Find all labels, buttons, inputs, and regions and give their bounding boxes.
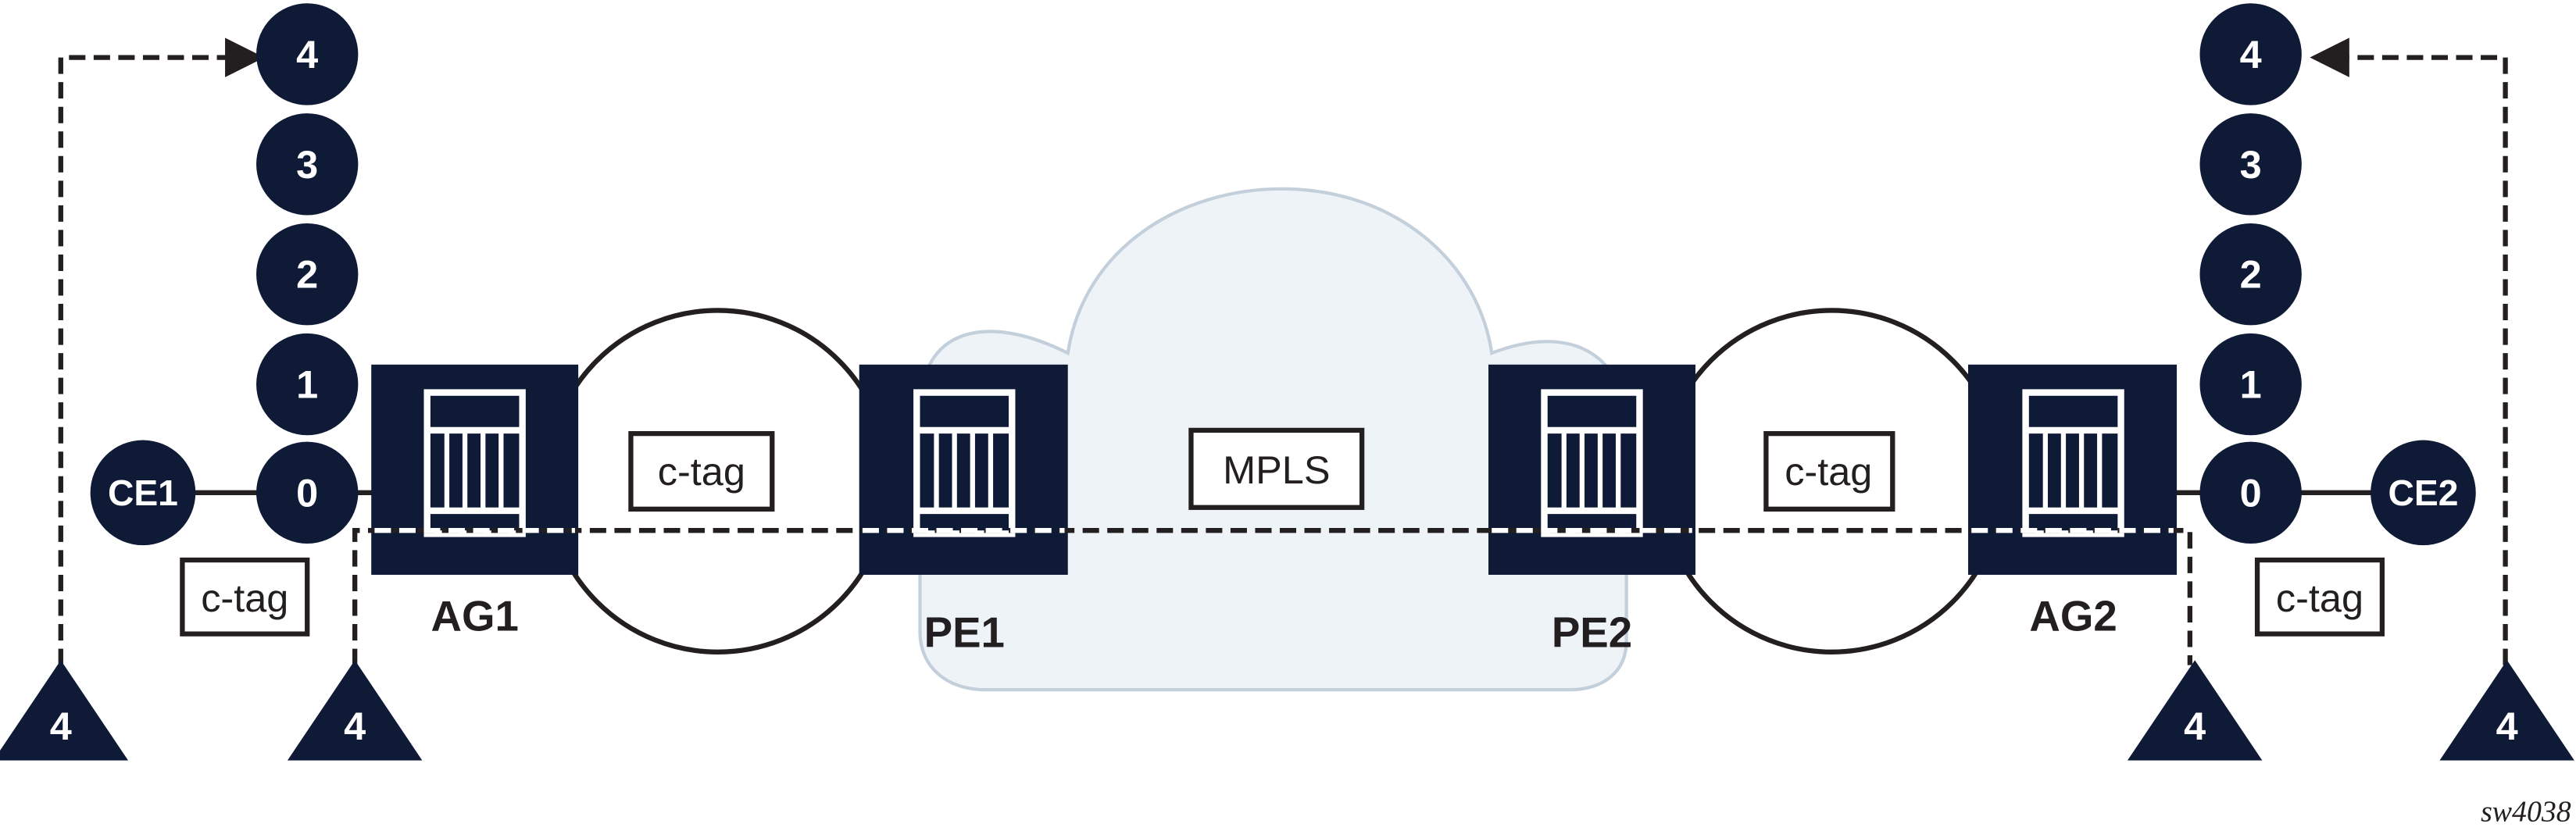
device-ag2[interactable] bbox=[1968, 364, 2178, 575]
stack-left-4: 4 bbox=[296, 32, 318, 77]
svg-text:CE2: CE2 bbox=[2388, 473, 2458, 513]
stack-left-3: 3 bbox=[296, 142, 318, 187]
tag-ce-right: c-tag bbox=[2254, 557, 2385, 637]
stack-left-2: 2 bbox=[296, 252, 318, 297]
stack-right-1: 1 bbox=[2240, 362, 2262, 407]
node-ce2[interactable]: CE2 bbox=[2371, 440, 2476, 546]
label-ag1: AG1 bbox=[431, 592, 518, 640]
tag-ring-left: c-tag bbox=[628, 430, 775, 512]
svg-text:4: 4 bbox=[50, 704, 72, 748]
figure-id: sw4038 bbox=[2481, 795, 2571, 828]
svg-text:c-tag: c-tag bbox=[2276, 576, 2363, 620]
stack-right-2: 2 bbox=[2240, 252, 2262, 297]
stack-right: 4 3 2 1 0 bbox=[2199, 3, 2302, 544]
svg-text:CE1: CE1 bbox=[108, 473, 178, 513]
svg-text:c-tag: c-tag bbox=[658, 449, 745, 494]
svg-text:c-tag: c-tag bbox=[201, 576, 288, 620]
stack-left: 4 3 2 1 0 bbox=[256, 3, 359, 544]
node-ce1[interactable]: CE1 bbox=[90, 440, 196, 546]
label-ag2: AG2 bbox=[2029, 592, 2117, 640]
triangle-2: 4 bbox=[287, 660, 423, 761]
triangle-3: 4 bbox=[2127, 660, 2263, 761]
svg-text:4: 4 bbox=[344, 704, 366, 748]
stack-right-0: 0 bbox=[2240, 470, 2262, 515]
device-pe1[interactable] bbox=[859, 364, 1068, 575]
tag-ring-right: c-tag bbox=[1763, 430, 1895, 512]
stack-left-1: 1 bbox=[296, 362, 318, 407]
dashed-arrow-left bbox=[58, 37, 265, 665]
tag-ce-left: c-tag bbox=[180, 557, 310, 637]
triangle-1: 4 bbox=[0, 660, 129, 761]
device-pe2[interactable] bbox=[1488, 364, 1695, 575]
svg-text:c-tag: c-tag bbox=[1785, 449, 1872, 494]
stack-left-0: 0 bbox=[296, 470, 318, 515]
triangle-4: 4 bbox=[2439, 660, 2574, 761]
stack-right-3: 3 bbox=[2240, 142, 2262, 187]
device-ag1[interactable] bbox=[371, 364, 579, 575]
stack-right-4: 4 bbox=[2240, 32, 2262, 77]
dashed-arrow-right bbox=[2310, 37, 2508, 665]
svg-text:4: 4 bbox=[2184, 704, 2206, 748]
svg-text:MPLS: MPLS bbox=[1223, 448, 1330, 492]
label-pe2: PE2 bbox=[1552, 608, 1632, 656]
label-pe1: PE1 bbox=[924, 608, 1005, 656]
dashed-path bbox=[352, 528, 2193, 665]
tag-mpls: MPLS bbox=[1188, 427, 1365, 510]
svg-text:4: 4 bbox=[2496, 704, 2518, 748]
